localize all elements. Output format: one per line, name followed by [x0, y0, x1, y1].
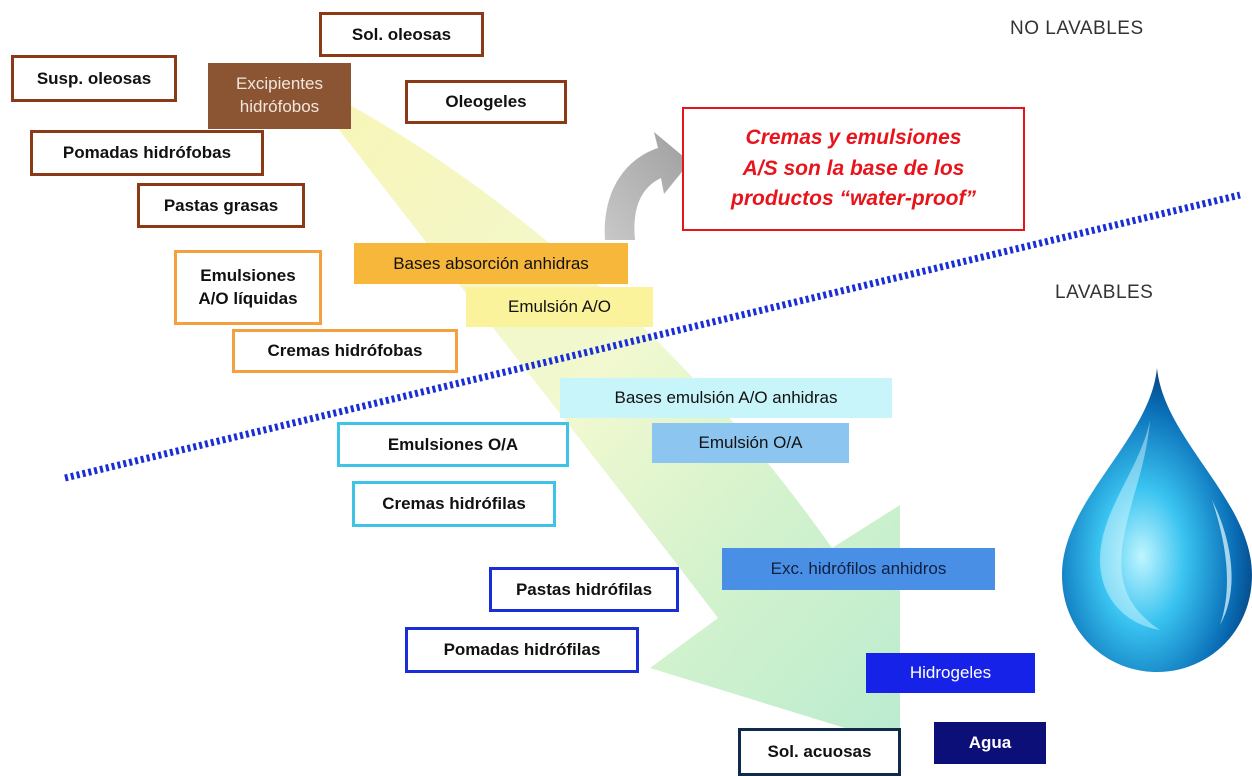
sol-oleosas-node: Sol. oleosas [319, 12, 484, 57]
pastas-grasas-node: Pastas grasas [137, 183, 305, 228]
emulsiones-ao-liquidas-node: Emulsiones A/O líquidas [174, 250, 322, 325]
curved-arrow-icon [604, 132, 690, 240]
excipientes-line-2: hidrófobos [239, 97, 320, 116]
sol-acuosas-node: Sol. acuosas [738, 728, 901, 776]
excipientes-hidrofobos-node: Excipientes hidrófobos [208, 63, 351, 129]
callout-line-1: Cremas y emulsiones [745, 126, 962, 150]
emulsiones-oa-node: Emulsiones O/A [337, 422, 569, 467]
bases-emulsion-ao-node: Bases emulsión A/O anhidras [560, 378, 892, 418]
water-proof-callout: Cremas y emulsiones A/S son la base de l… [682, 107, 1025, 231]
emulsion-ao-node: Emulsión A/O [466, 287, 653, 327]
exc-hidrofilos-node: Exc. hidrófilos anhidros [722, 548, 995, 590]
callout-line-2: A/S son la base de los [742, 156, 965, 180]
agua-node: Agua [934, 722, 1046, 764]
lavables-label: LAVABLES [1055, 282, 1154, 303]
bases-absorcion-node: Bases absorción anhidras [354, 243, 628, 284]
cremas-hidrofobas-node: Cremas hidrófobas [232, 329, 458, 373]
pomadas-hidrofilas-node: Pomadas hidrófilas [405, 627, 639, 673]
no-lavables-label: NO LAVABLES [1010, 18, 1144, 39]
pomadas-hidrofobas-node: Pomadas hidrófobas [30, 130, 264, 176]
hidrogeles-node: Hidrogeles [866, 653, 1035, 693]
susp-oleosas-node: Susp. oleosas [11, 55, 177, 102]
emulsiones-ao-line-1: Emulsiones [200, 265, 296, 285]
emulsion-oa-node: Emulsión O/A [652, 423, 849, 463]
excipientes-line-1: Excipientes [236, 74, 323, 94]
oleogeles-node: Oleogeles [405, 80, 567, 124]
cremas-hidrofilas-node: Cremas hidrófilas [352, 481, 556, 527]
callout-line-3: productos “water-proof” [731, 187, 976, 211]
emulsiones-ao-line-2: A/O líquidas [198, 288, 298, 308]
pastas-hidrofilas-node: Pastas hidrófilas [489, 567, 679, 612]
water-drop-icon [1062, 368, 1252, 672]
